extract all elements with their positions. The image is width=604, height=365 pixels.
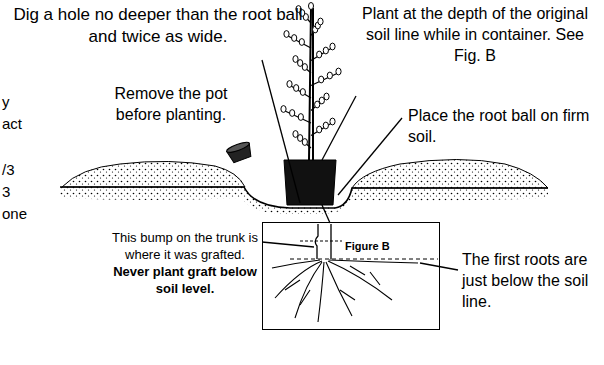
figure-label: Figure B — [345, 240, 390, 252]
soil-mound — [352, 160, 548, 189]
annotation-label: y — [2, 92, 42, 112]
annotation-label: /3 — [2, 160, 42, 180]
annotation-label: 3 — [2, 182, 42, 202]
leader-lines — [262, 60, 458, 270]
soil-mound — [62, 161, 245, 187]
root-ball — [284, 160, 336, 205]
annotation-label: Remove the pot before planting. — [96, 84, 246, 126]
annotation-label: act — [2, 114, 42, 134]
annotation-label: one — [2, 204, 42, 224]
figure-b-drawing — [272, 224, 438, 322]
annotation-label: Dig a hole no deeper than the root ball … — [8, 4, 308, 48]
removed-pot — [226, 140, 254, 163]
annotation-label: This bump on the trunk is where it was g… — [112, 230, 258, 264]
annotation-label: The first roots are just below the soil … — [462, 250, 600, 312]
tree-crown — [281, 3, 341, 149]
inset-figure-box: Figure B — [262, 222, 440, 330]
annotation-label: Plant at the depth of the original soil … — [352, 4, 598, 66]
annotation-label: Place the root ball on firm soil. — [408, 106, 598, 148]
annotation-label: Never plant graft below soil level. — [112, 264, 258, 298]
